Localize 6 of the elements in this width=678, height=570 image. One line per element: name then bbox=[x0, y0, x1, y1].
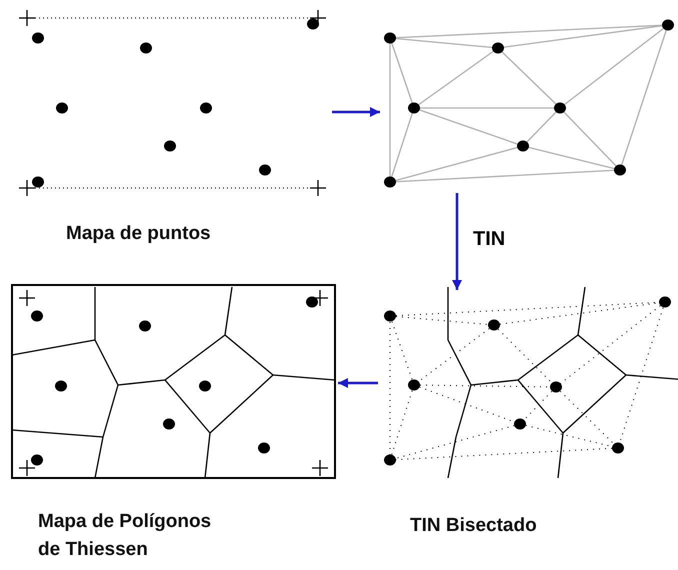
node-label: Mapa de puntos bbox=[66, 222, 212, 246]
arrow bbox=[332, 107, 380, 117]
arrow bbox=[452, 193, 462, 290]
node-label: Mapa de Polígonos de Thiessen bbox=[38, 510, 212, 562]
arrow bbox=[338, 378, 378, 388]
node-label: TIN Bisectado bbox=[410, 514, 538, 538]
